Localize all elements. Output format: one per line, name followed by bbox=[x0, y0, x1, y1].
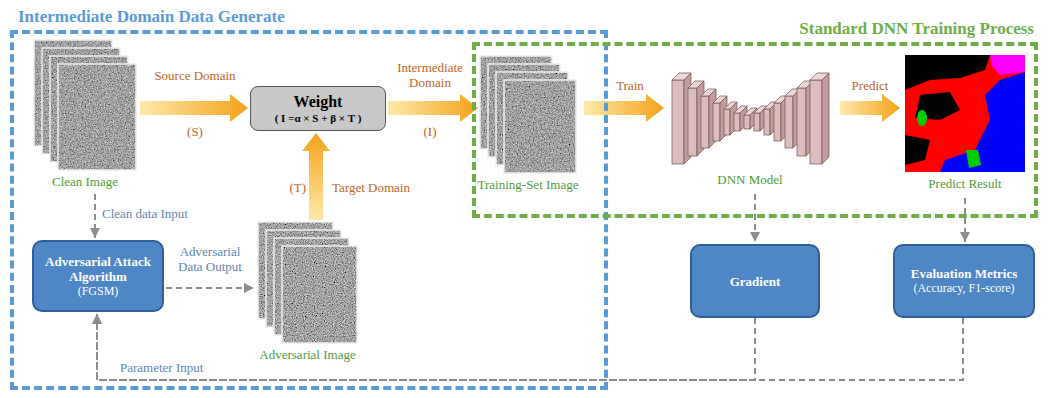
box-title: Gradient bbox=[730, 274, 781, 289]
flow-arrow bbox=[302, 133, 330, 220]
edge-label: Target Domain bbox=[332, 180, 442, 195]
box-title: Evaluation Metrics bbox=[911, 266, 1018, 281]
flow-arrow bbox=[584, 94, 664, 122]
segmentation-map bbox=[905, 55, 1025, 172]
image-caption: Training-Set Image bbox=[478, 177, 579, 192]
clean-image-stack bbox=[58, 64, 136, 170]
dashed-arrow bbox=[97, 314, 963, 380]
network-figure bbox=[688, 88, 697, 156]
edge-label: Intermediate Domain bbox=[392, 60, 468, 90]
box-title: Adversarial Attack Algorithm bbox=[40, 254, 156, 284]
image-stack: Training-Set Image bbox=[480, 56, 576, 173]
edge-label: Train bbox=[600, 78, 660, 93]
segmentation-map bbox=[917, 110, 927, 126]
segmentation-map bbox=[905, 55, 990, 90]
edge-label: Predict bbox=[840, 78, 900, 93]
flow-arrow bbox=[140, 94, 248, 122]
edge-label: Source Domain bbox=[145, 68, 245, 83]
network-figure bbox=[744, 115, 750, 129]
domain-symbol: (I) bbox=[410, 124, 450, 139]
edge-label: Parameter Input bbox=[120, 360, 250, 375]
segmentation-map bbox=[905, 135, 930, 165]
network-figure bbox=[672, 73, 829, 164]
region-title: Standard DNN Training Process bbox=[799, 19, 1034, 39]
network-figure bbox=[672, 80, 684, 164]
image-caption: DNN Model bbox=[717, 172, 782, 187]
adversarial-image-stack bbox=[258, 222, 357, 343]
image-caption: Predict Result bbox=[928, 176, 1001, 191]
edge-label: Adversarial Data Output bbox=[168, 244, 252, 274]
dashed-arrow bbox=[166, 287, 254, 289]
edge-label: Clean data Input bbox=[102, 206, 222, 221]
training-image-stack bbox=[504, 80, 576, 173]
segmentation-map: Predict Result bbox=[905, 55, 1025, 172]
adversarial-image-stack bbox=[282, 246, 357, 343]
image-stack: Clean Image bbox=[34, 40, 136, 170]
network-figure bbox=[822, 73, 829, 164]
network-figure bbox=[754, 113, 760, 131]
process-box: Gradient bbox=[690, 244, 820, 318]
box-subtitle: (Accuracy, F1-score) bbox=[913, 281, 1014, 296]
image-stack: Adversarial Image bbox=[258, 222, 357, 343]
domain-symbol: (S) bbox=[175, 124, 215, 139]
region-frame: Standard DNN Training ProcessTraining-Se… bbox=[472, 42, 1038, 218]
dashed-arrow bbox=[94, 194, 96, 238]
segmentation-map bbox=[966, 150, 981, 168]
formula-box: Weight( I =α × S + β × T ) bbox=[250, 86, 386, 131]
image-caption: Adversarial Image bbox=[259, 347, 355, 362]
dashed-arrow bbox=[964, 198, 966, 242]
adversarial-image-stack bbox=[282, 246, 357, 343]
training-image-stack bbox=[480, 56, 576, 173]
flow-arrow bbox=[388, 94, 478, 122]
network-figure bbox=[724, 109, 730, 135]
segmentation-map bbox=[905, 55, 1025, 172]
network-figure bbox=[713, 103, 720, 141]
segmentation-map bbox=[990, 55, 1025, 75]
training-image-stack bbox=[504, 80, 576, 173]
network-figure bbox=[810, 80, 822, 164]
domain-symbol: (T) bbox=[276, 180, 306, 195]
network-figure bbox=[701, 96, 709, 148]
process-box: Evaluation Metrics(Accuracy, F1-score) bbox=[893, 244, 1035, 318]
box-subtitle: ( I =α × S + β × T ) bbox=[275, 111, 362, 125]
box-subtitle: (FGSM) bbox=[78, 284, 119, 299]
image-caption: Clean Image bbox=[52, 174, 118, 189]
network-figure bbox=[797, 88, 806, 156]
network-figure bbox=[774, 103, 781, 141]
clean-image-stack bbox=[34, 40, 136, 170]
flow-arrow bbox=[840, 94, 900, 122]
network-figure bbox=[764, 109, 770, 135]
clean-image-stack bbox=[58, 64, 136, 170]
network-figure bbox=[785, 96, 793, 148]
region-title: Intermediate Domain Data Generate bbox=[18, 7, 285, 27]
network-figure: DNN Model bbox=[668, 70, 832, 168]
process-box: Adversarial Attack Algorithm(FGSM) bbox=[32, 240, 164, 312]
segmentation-map bbox=[940, 72, 1025, 172]
box-title: Weight bbox=[294, 92, 343, 111]
dashed-arrow bbox=[97, 314, 755, 380]
region-frame: Intermediate Domain Data GenerateClean I… bbox=[10, 30, 608, 390]
network-figure bbox=[734, 113, 740, 131]
dashed-arrow bbox=[754, 194, 756, 242]
